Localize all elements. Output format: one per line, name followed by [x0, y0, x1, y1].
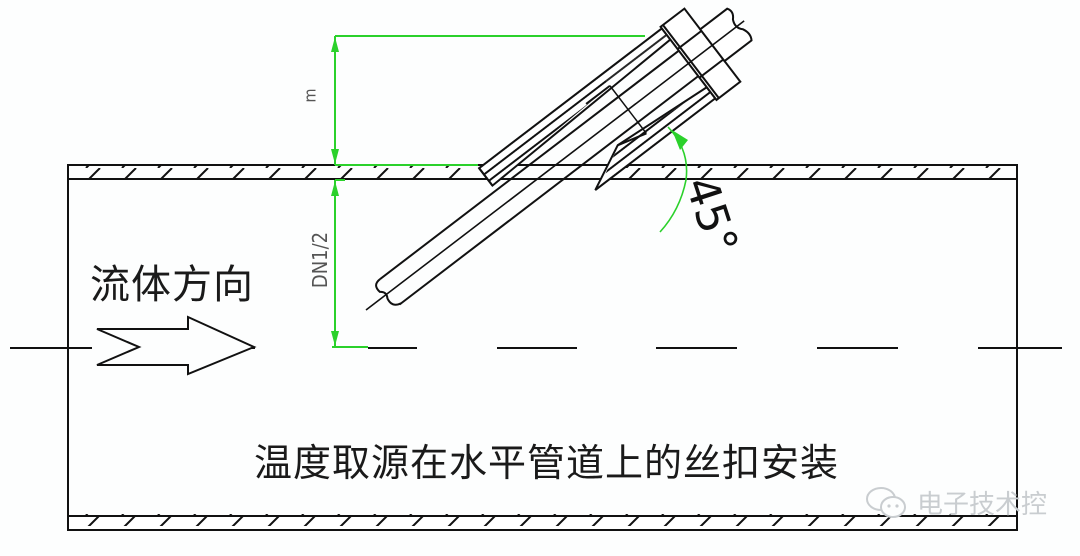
dimension-lines	[331, 35, 688, 348]
flow-arrow-icon	[96, 315, 257, 376]
diagram-caption: 温度取源在水平管道上的丝扣安装	[254, 441, 840, 485]
temperature-probe	[375, 49, 699, 306]
probe-axis	[365, 20, 745, 311]
pipe	[10, 164, 1062, 531]
wechat-icon	[866, 486, 906, 518]
flow-direction-label: 流体方向	[90, 262, 254, 308]
threaded-boss	[477, 27, 717, 191]
probe-head	[659, 7, 753, 102]
watermark: 电子技术控	[865, 484, 1047, 521]
watermark-text: 电子技术控	[917, 490, 1048, 520]
probe-assembly	[365, 7, 753, 311]
insertion-length-label: m	[300, 88, 320, 103]
insertion-depth-label: DN1/2	[308, 231, 333, 289]
